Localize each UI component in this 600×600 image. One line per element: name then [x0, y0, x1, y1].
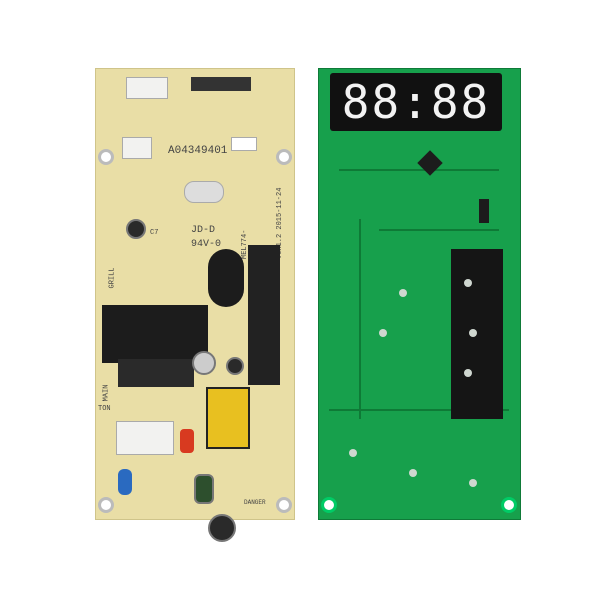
capacitor [194, 474, 214, 504]
relay [118, 359, 194, 387]
mount-hole [276, 497, 292, 513]
capacitor [226, 357, 244, 375]
relay [102, 305, 208, 363]
danger-label: DANGER [244, 499, 266, 506]
capacitor [192, 351, 216, 375]
solder-pad [409, 469, 417, 477]
microcontroller-chip [417, 150, 443, 176]
rating: 94V-0 [191, 239, 222, 250]
part-number: A04349401 [168, 145, 228, 157]
mount-hole [98, 497, 114, 513]
led-display: 88:88 [330, 73, 502, 131]
connector-strip [248, 245, 280, 385]
crystal [184, 181, 224, 203]
solder-pad [469, 329, 477, 337]
mount-hole [276, 149, 292, 165]
transformer [206, 387, 250, 449]
solder-pad [399, 289, 407, 297]
pin-header [191, 77, 251, 91]
solder-mask-area [451, 249, 503, 419]
solder-pad [464, 369, 472, 377]
mount-hole [501, 497, 517, 513]
capacitor [180, 429, 194, 453]
capacitor [126, 219, 146, 239]
buzzer [208, 249, 244, 307]
solder-pad [349, 449, 357, 457]
ic-chip [479, 199, 489, 223]
solder-pad [379, 329, 387, 337]
mount-hole [98, 149, 114, 165]
capacitor [118, 469, 132, 495]
main-label: MAIN [102, 384, 111, 402]
connector [126, 77, 168, 99]
solder-pad [469, 479, 477, 487]
grill-label: GRILL [108, 267, 117, 289]
connector [116, 421, 174, 455]
trace [339, 169, 499, 171]
trace [359, 219, 361, 419]
c7-label: C7 [150, 229, 159, 237]
connector [122, 137, 152, 159]
control-board-left: A04349401 JD-D 94V-0 MEL774- V0R1.2 2015… [95, 68, 295, 542]
barcode-label [231, 137, 257, 151]
solder-pad [464, 279, 472, 287]
ton-label: TON [98, 405, 111, 413]
mount-hole [321, 497, 337, 513]
control-board-right [318, 68, 521, 520]
trace [329, 409, 509, 411]
capacitor [208, 514, 236, 542]
logo-text: JD-D [191, 225, 216, 236]
trace [379, 229, 499, 231]
